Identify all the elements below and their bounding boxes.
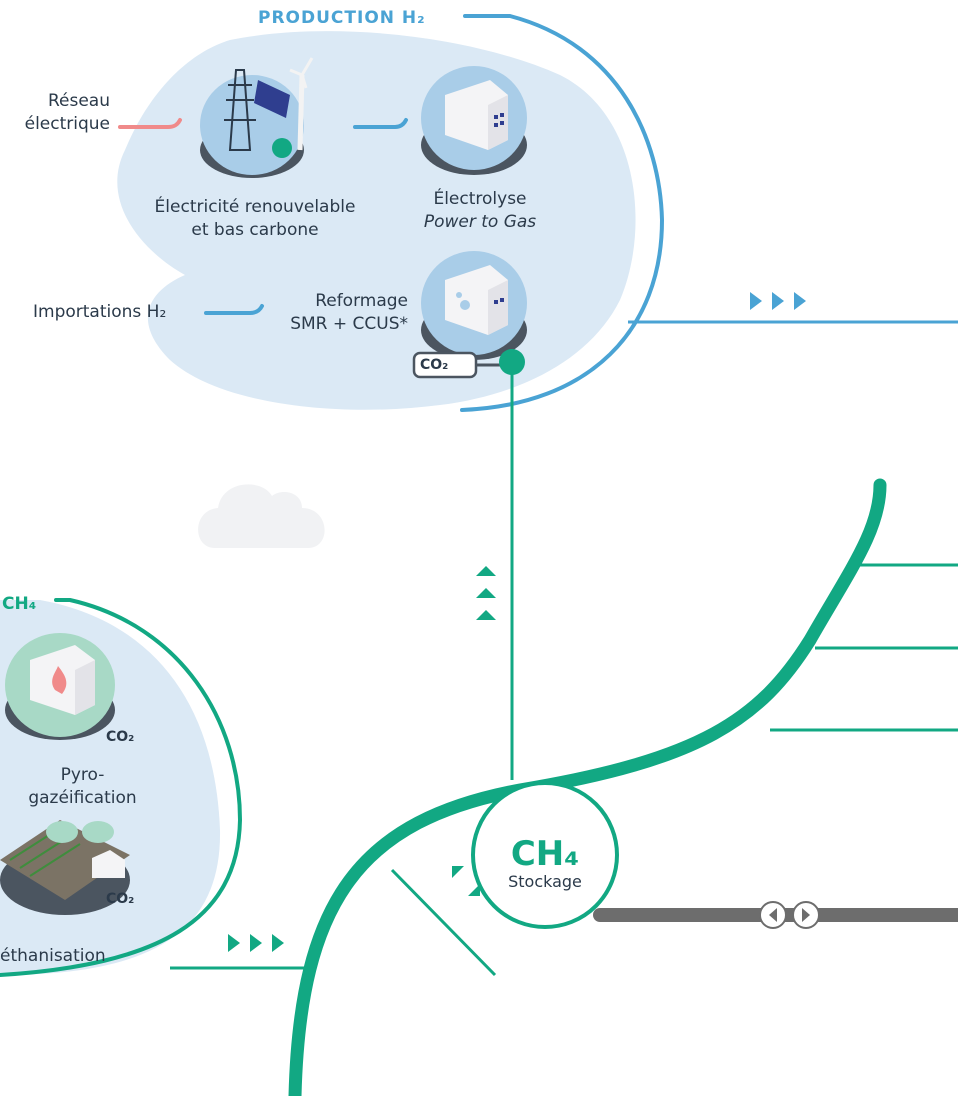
electrolyse-label: Électrolyse Power to Gas bbox=[410, 188, 550, 234]
up-flow-arrows bbox=[476, 566, 496, 620]
storage-connector bbox=[390, 868, 497, 977]
h2-flow-arrows bbox=[750, 292, 806, 310]
pyro-building-icon bbox=[5, 633, 115, 740]
co2-badge-reformage-label: CO₂ bbox=[420, 357, 449, 373]
cloud-icon bbox=[198, 484, 325, 548]
importations-arrow bbox=[204, 304, 264, 315]
slider-handle[interactable] bbox=[759, 901, 820, 929]
production-h2-title: PRODUCTION H₂ bbox=[258, 8, 426, 28]
reseau-label: Réseau électrique bbox=[10, 90, 110, 136]
pyro-label-line2: gazéification bbox=[28, 788, 137, 808]
ch4-network-trunk bbox=[288, 478, 887, 1100]
storage-flow-arrows bbox=[452, 866, 480, 896]
electrolyse-label-line2: Power to Gas bbox=[423, 212, 537, 232]
electricite-label-line2: et bas carbone bbox=[191, 220, 319, 240]
reformage-label-line2: SMR + CCUS* bbox=[290, 314, 408, 334]
electricity-station-icon bbox=[200, 57, 314, 178]
storage-title: CH₄ bbox=[510, 834, 580, 874]
reformage-building-icon bbox=[421, 251, 527, 360]
pyro-label-line1: Pyro- bbox=[60, 765, 105, 785]
reformage-connection-dot bbox=[499, 349, 525, 375]
reseau-label-line1: Réseau bbox=[47, 91, 110, 111]
electricite-label: Électricité renouvelable et bas carbone bbox=[135, 196, 375, 242]
ch4-flow-arrows bbox=[228, 934, 284, 952]
electrolyse-label-line1: Électrolyse bbox=[433, 189, 527, 209]
ch4-zone-border bbox=[0, 598, 243, 977]
electrolyse-arrow bbox=[353, 118, 408, 129]
reseau-label-line2: électrique bbox=[24, 114, 110, 134]
methanisation-farm-icon bbox=[0, 820, 130, 915]
electricite-label-line1: Électricité renouvelable bbox=[154, 197, 356, 217]
importations-label: Importations H₂ bbox=[33, 302, 167, 322]
electrolyse-building-icon bbox=[421, 66, 527, 175]
methanisation-label: éthanisation bbox=[0, 946, 106, 966]
reformage-label-line1: Reformage bbox=[315, 291, 408, 311]
h2-zone-border bbox=[460, 14, 665, 412]
reseau-arrow bbox=[118, 118, 182, 129]
co2-badge-pyro-label: CO₂ bbox=[106, 729, 135, 745]
storage-circle bbox=[471, 781, 619, 929]
production-ch4-title: CH₄ bbox=[2, 594, 37, 614]
co2-badge-metha-label: CO₂ bbox=[106, 891, 135, 907]
pyro-label: Pyro- gazéification bbox=[0, 764, 165, 810]
reformage-label: Reformage SMR + CCUS* bbox=[260, 290, 408, 336]
storage-subtitle: Stockage bbox=[508, 872, 582, 891]
